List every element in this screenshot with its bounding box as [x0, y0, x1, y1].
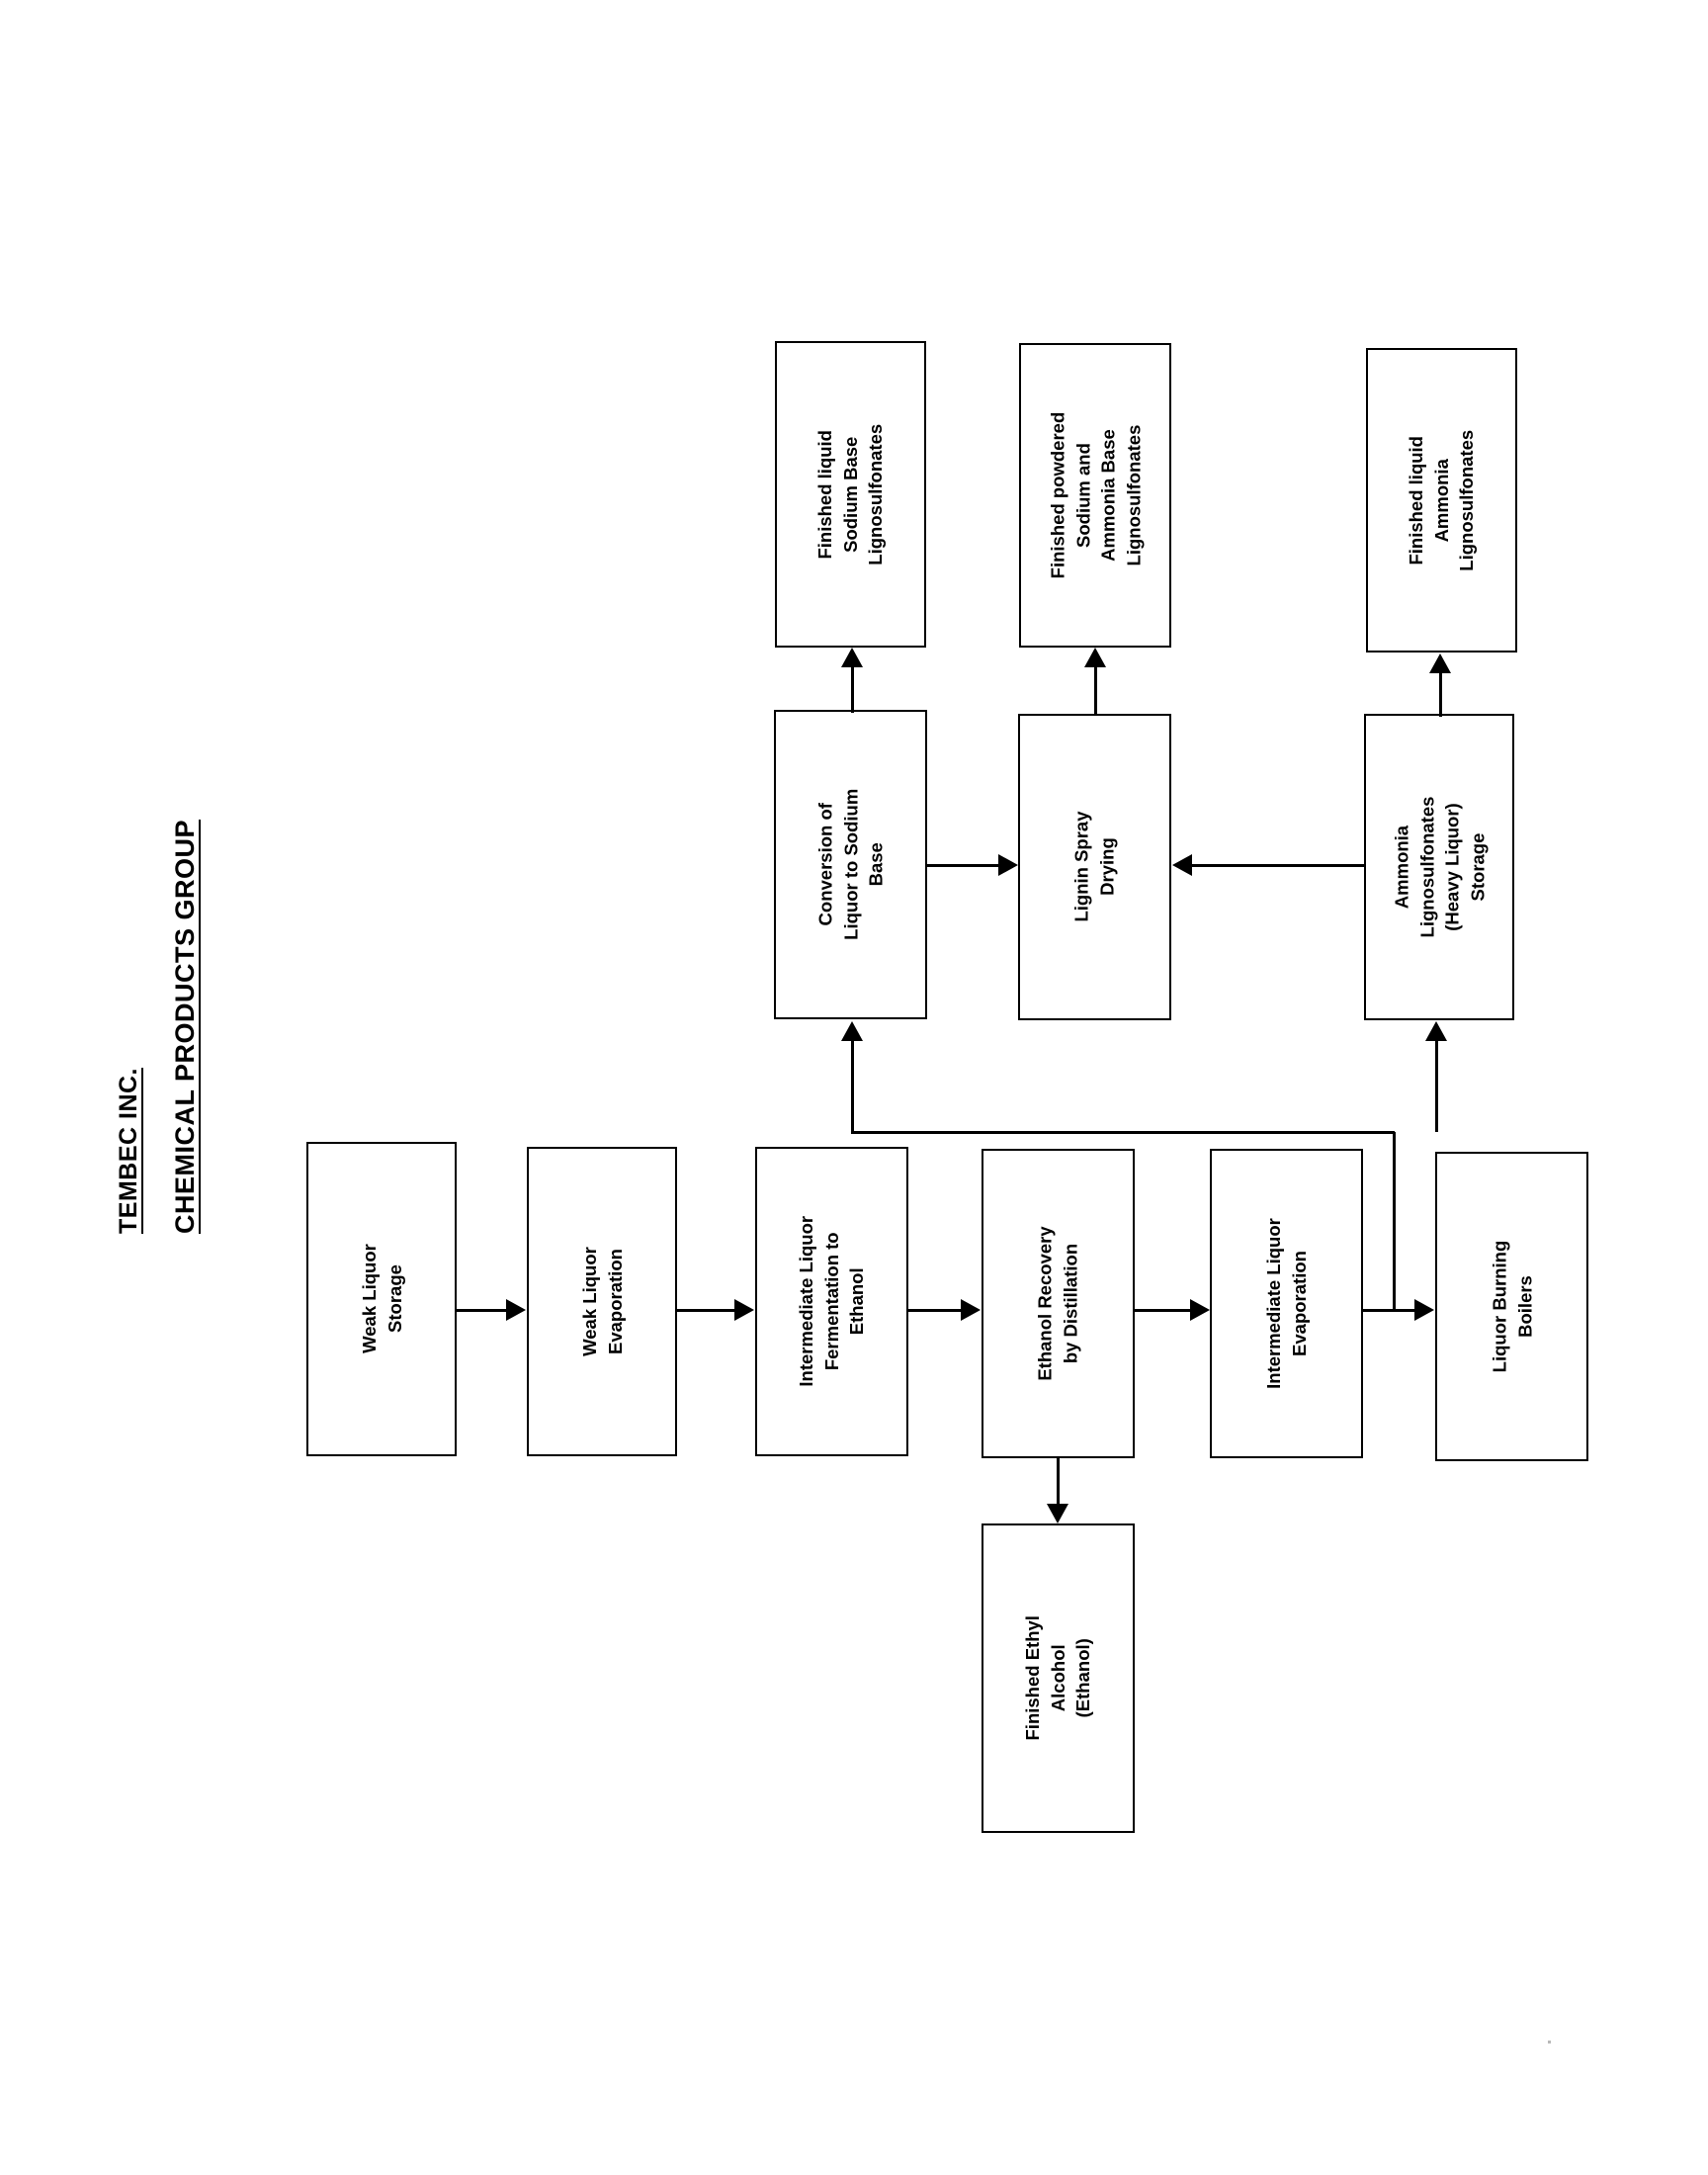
arrowhead-right-icon: [998, 854, 1018, 876]
page-title-company: TEMBEC INC.: [115, 1068, 142, 1234]
edge-branch-riser: [1393, 1132, 1396, 1311]
edge-ammonia-storage-to-liquid-ammonia: [1439, 673, 1442, 717]
arrowhead-right-icon: [961, 1299, 981, 1321]
arrowhead-up-icon: [1429, 653, 1451, 673]
arrowhead-up-icon: [841, 1021, 863, 1041]
arrowhead-up-icon: [841, 648, 863, 667]
edge-evaporation-to-fermentation: [677, 1309, 734, 1312]
edge-ammonia-storage-to-spray-drying: [1192, 864, 1364, 867]
arrowhead-right-icon: [1414, 1299, 1434, 1321]
edge-fermentation-to-recovery: [908, 1309, 961, 1312]
edge-conversion-to-liquid-sodium: [851, 667, 854, 713]
arrowhead-up-icon: [1084, 648, 1106, 667]
edge-conversion-to-spray-drying: [927, 864, 998, 867]
arrowhead-left-icon: [1172, 854, 1192, 876]
arrowhead-up-icon: [1425, 1021, 1447, 1041]
edge-recovery-to-intermediate: [1135, 1309, 1190, 1312]
edge-spray-drying-to-powdered: [1094, 667, 1097, 715]
page-title-group: CHEMICAL PRODUCTS GROUP: [170, 819, 200, 1234]
edge-intermediate-to-boilers: [1363, 1309, 1414, 1312]
edge-branch-to-conversion: [851, 1041, 854, 1132]
arrowhead-right-icon: [1190, 1299, 1210, 1321]
edge-branch-to-ammonia-storage: [1435, 1041, 1438, 1132]
scan-artifact: [1548, 2041, 1551, 2044]
edge-branch-bus: [851, 1131, 1395, 1134]
arrowhead-right-icon: [734, 1299, 754, 1321]
arrowhead-down-icon: [1047, 1504, 1068, 1523]
arrowhead-right-icon: [506, 1299, 526, 1321]
edge-storage-to-evaporation: [457, 1309, 506, 1312]
edge-recovery-to-ethyl-alcohol: [1057, 1458, 1060, 1506]
